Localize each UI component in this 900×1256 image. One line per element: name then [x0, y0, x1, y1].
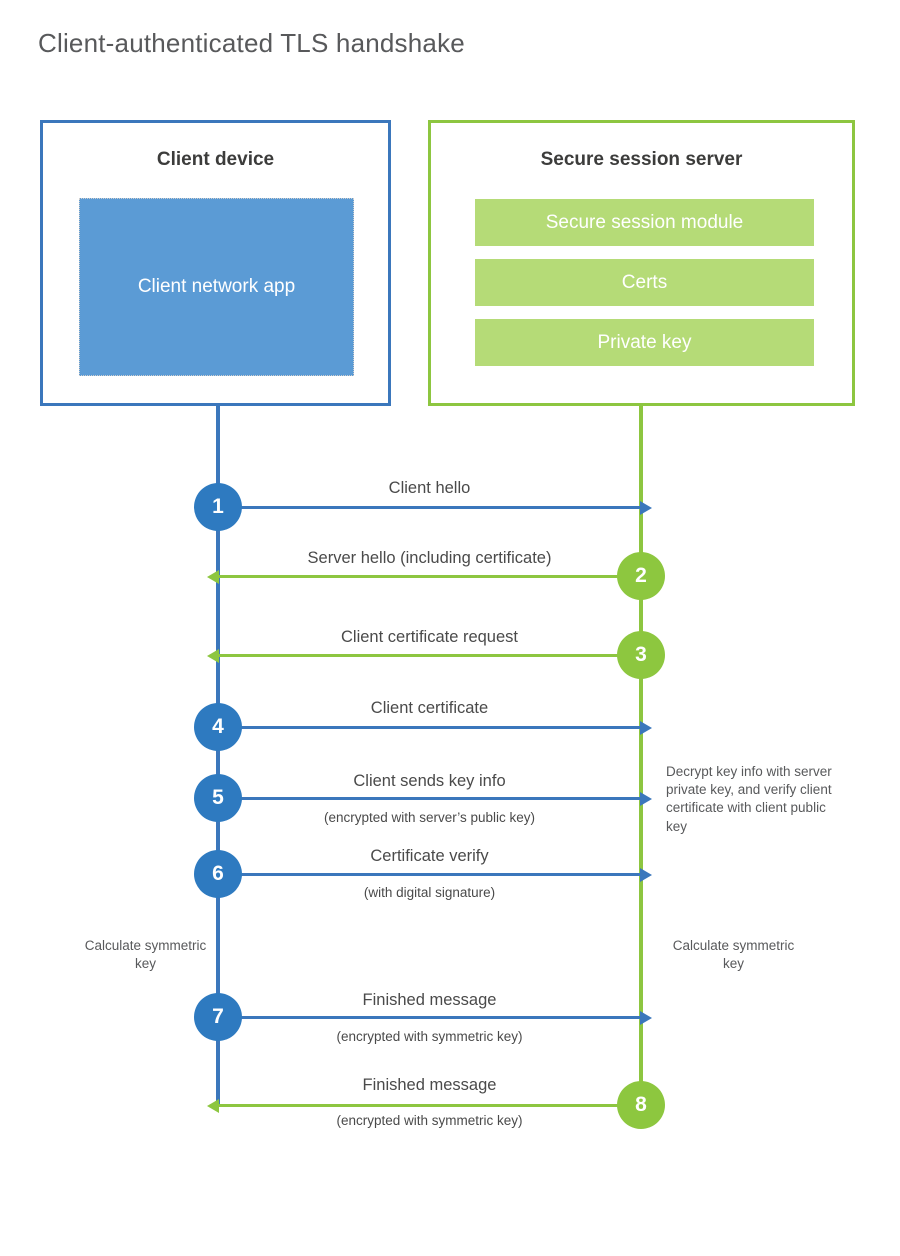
step-circle-4[interactable]: 4	[194, 703, 242, 751]
message-sublabel-step-5: (encrypted with server’s public key)	[323, 810, 536, 825]
message-label-step-4: Client certificate	[370, 699, 489, 717]
arrowhead-right-icon	[640, 500, 652, 515]
message-label-step-6: Certificate verify	[370, 847, 489, 865]
client-lifeline	[216, 405, 220, 1107]
step-circle-6[interactable]: 6	[194, 850, 242, 898]
client-network-app-block: Client network app	[79, 198, 354, 376]
message-label-step-5: Client sends key info	[353, 772, 506, 790]
message-label-step-3: Client certificate request	[341, 628, 518, 646]
message-label-step-7: Finished message	[362, 991, 497, 1009]
message-label-step-8: Finished message	[362, 1076, 497, 1094]
arrowhead-right-icon	[640, 720, 652, 735]
step-circle-8[interactable]: 8	[617, 1081, 665, 1129]
message-sublabel-step-6: (with digital signature)	[363, 885, 496, 900]
arrow-step-5	[218, 791, 652, 806]
note-server-decrypt-verify: Decrypt key info with server private key…	[666, 764, 832, 834]
arrowhead-right-icon	[640, 791, 652, 806]
server-component-secure-session-module: Secure session module	[475, 199, 814, 246]
client-device-box: Client device Client network app	[40, 120, 391, 406]
arrow-step-6	[218, 867, 652, 882]
arrowhead-left-icon	[207, 648, 219, 663]
server-lifeline	[639, 405, 643, 1107]
arrowhead-left-icon	[207, 1098, 219, 1113]
arrowhead-left-icon	[207, 569, 219, 584]
arrow-step-1	[218, 500, 652, 515]
arrow-step-3	[207, 648, 641, 663]
arrow-step-2	[207, 569, 641, 584]
step-circle-7[interactable]: 7	[194, 993, 242, 1041]
arrow-step-8	[207, 1098, 641, 1113]
client-device-title: Client device	[156, 149, 275, 170]
arrowhead-right-icon	[640, 1010, 652, 1025]
arrow-step-7	[218, 1010, 652, 1025]
step-circle-3[interactable]: 3	[617, 631, 665, 679]
note-server-calculate-symmetric-key: Calculate symmetric key	[672, 938, 795, 972]
message-sublabel-step-8: (encrypted with symmetric key)	[336, 1113, 523, 1128]
server-component-certs: Certs	[475, 259, 814, 306]
secure-session-server-title: Secure session server	[540, 149, 743, 170]
message-sublabel-step-7: (encrypted with symmetric key)	[336, 1029, 523, 1044]
step-circle-1[interactable]: 1	[194, 483, 242, 531]
arrowhead-right-icon	[640, 867, 652, 882]
server-components-list: Secure session module Certs Private key	[475, 199, 814, 379]
server-component-private-key: Private key	[475, 319, 814, 366]
message-label-step-2: Server hello (including certificate)	[307, 549, 552, 567]
secure-session-server-box: Secure session server Secure session mod…	[428, 120, 855, 406]
page-title: Client-authenticated TLS handshake	[38, 28, 465, 58]
step-circle-5[interactable]: 5	[194, 774, 242, 822]
message-label-step-1: Client hello	[388, 479, 471, 497]
arrow-step-4	[218, 720, 652, 735]
step-circle-2[interactable]: 2	[617, 552, 665, 600]
note-client-calculate-symmetric-key: Calculate symmetric key	[84, 938, 207, 972]
